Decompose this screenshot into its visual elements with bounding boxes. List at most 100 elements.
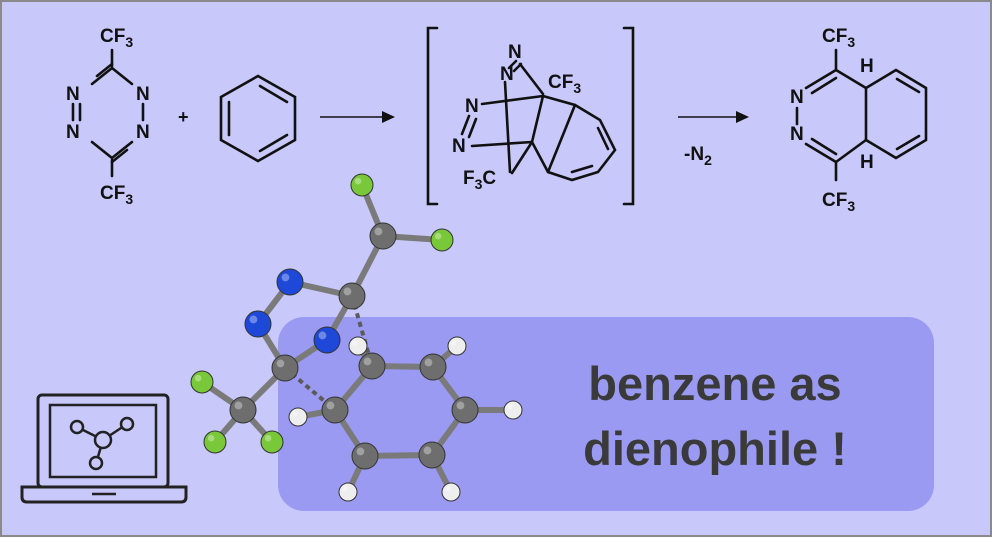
- product-diene-ring: [864, 68, 928, 160]
- bond: [467, 117, 478, 139]
- bond: [810, 76, 838, 95]
- model-atom-highlight: [363, 357, 372, 366]
- laptop-base: [20, 485, 188, 504]
- bond: [596, 126, 610, 151]
- model-atom-highlight: [207, 434, 215, 442]
- model-atom-n: [244, 310, 272, 338]
- bond: [110, 66, 134, 86]
- model-atom-f: [350, 173, 374, 197]
- model-atom-highlight: [507, 404, 513, 410]
- model-atom-h: [447, 336, 467, 356]
- laptop-icon: [20, 393, 188, 504]
- model-atom-highlight: [434, 232, 442, 240]
- tetrazine-n-right-bottom: N: [136, 122, 150, 143]
- model-atom-highlight: [424, 358, 433, 367]
- intermediate-left-f3c-label: F3C: [463, 168, 496, 192]
- bond: [95, 62, 114, 78]
- left-bracket: [426, 26, 439, 206]
- bond: [110, 148, 129, 164]
- cf3-text: CF3: [548, 72, 581, 96]
- model-atom-highlight: [445, 486, 451, 492]
- model-atom-f: [190, 370, 214, 394]
- laptop-screen-inner: [48, 403, 158, 479]
- model-atom-f: [260, 430, 284, 454]
- model-atom-highlight: [354, 177, 362, 185]
- model-atom-h: [338, 482, 358, 502]
- bond: [510, 140, 534, 175]
- model-atom-highlight: [326, 401, 335, 410]
- product-top-cf3-label: CF3: [822, 26, 855, 50]
- molecule-graph-icon: [69, 416, 135, 471]
- model-atom-highlight: [352, 340, 358, 346]
- cf3-text: CF3: [822, 26, 855, 50]
- product-structure: CF3 N N CF3 H H: [790, 26, 928, 214]
- model-atom-highlight: [249, 315, 258, 324]
- model-atom-h: [288, 407, 308, 427]
- product-h-top: H: [860, 56, 874, 77]
- product-n-bottom: N: [790, 124, 804, 145]
- cyclohexadiene-ring: [530, 94, 617, 182]
- model-atom-highlight: [356, 447, 365, 456]
- model-atom-highlight: [456, 401, 465, 410]
- model-atom-highlight: [374, 227, 383, 236]
- product-bottom-cf3-label: CF3: [822, 190, 855, 214]
- banner-line-1: benzene as: [588, 357, 841, 410]
- benzene-structure: [219, 74, 297, 163]
- tetrazine-n-left-top: N: [66, 84, 80, 105]
- model-atom-c: [271, 354, 299, 382]
- model-atom-highlight: [276, 359, 285, 368]
- ball-and-stick-model: [190, 173, 523, 502]
- bond: [810, 137, 838, 156]
- intermediate-n-top-2: N: [500, 64, 514, 85]
- model-atom-highlight: [423, 446, 432, 455]
- tetrazine-bottom-cf3-label: CF3: [100, 183, 133, 207]
- right-bracket: [622, 26, 635, 206]
- model-atom-c: [229, 396, 257, 424]
- product-n-top: N: [790, 87, 804, 108]
- intermediate-n-left-1: N: [465, 96, 479, 117]
- bond: [480, 94, 545, 106]
- bond: [834, 68, 868, 90]
- cf3-text: CF3: [100, 26, 133, 50]
- plus-sign: +: [178, 107, 189, 127]
- model-atom-f: [203, 430, 227, 454]
- cf3-text: CF3: [100, 183, 133, 207]
- bond: [503, 80, 512, 174]
- model-atom-n: [276, 268, 304, 296]
- cf3-text: CF3: [822, 190, 855, 214]
- model-atom-c: [419, 353, 447, 381]
- reaction-arrow-1: [320, 111, 395, 123]
- model-atom-c: [451, 396, 479, 424]
- model-atom-highlight: [264, 434, 272, 442]
- banner-line-2: dienophile !: [583, 422, 847, 475]
- model-atom-c: [418, 441, 446, 469]
- model-atom-highlight: [343, 287, 352, 296]
- tetrazine-structure: CF3 N N N N CF3: [66, 26, 150, 207]
- bond: [507, 59, 518, 70]
- tetrazine-n-right-top: N: [136, 84, 150, 105]
- bond: [470, 140, 534, 148]
- bond: [258, 84, 289, 104]
- intermediate-structure: N N CF3 N N F3C: [426, 26, 635, 206]
- bond: [804, 68, 838, 90]
- model-atom-h: [348, 336, 368, 356]
- f3c-text: F3C: [463, 168, 496, 192]
- product-h-bottom: H: [860, 152, 874, 173]
- step-label-minus-n2: -N2: [684, 144, 712, 168]
- model-atom-h: [441, 482, 461, 502]
- bond: [834, 138, 868, 164]
- model-atom-highlight: [318, 331, 327, 340]
- model-atom-c: [338, 282, 366, 310]
- model-atom-c: [358, 352, 386, 380]
- bond: [90, 66, 114, 86]
- reaction-arrow-2: [678, 111, 749, 123]
- tetrazine-n-left-bottom: N: [66, 122, 80, 143]
- model-atom-c: [321, 396, 349, 424]
- bond: [258, 133, 289, 153]
- model-atom-highlight: [234, 401, 243, 410]
- model-atom-highlight: [281, 273, 290, 282]
- bond: [895, 77, 921, 94]
- bond: [518, 62, 545, 96]
